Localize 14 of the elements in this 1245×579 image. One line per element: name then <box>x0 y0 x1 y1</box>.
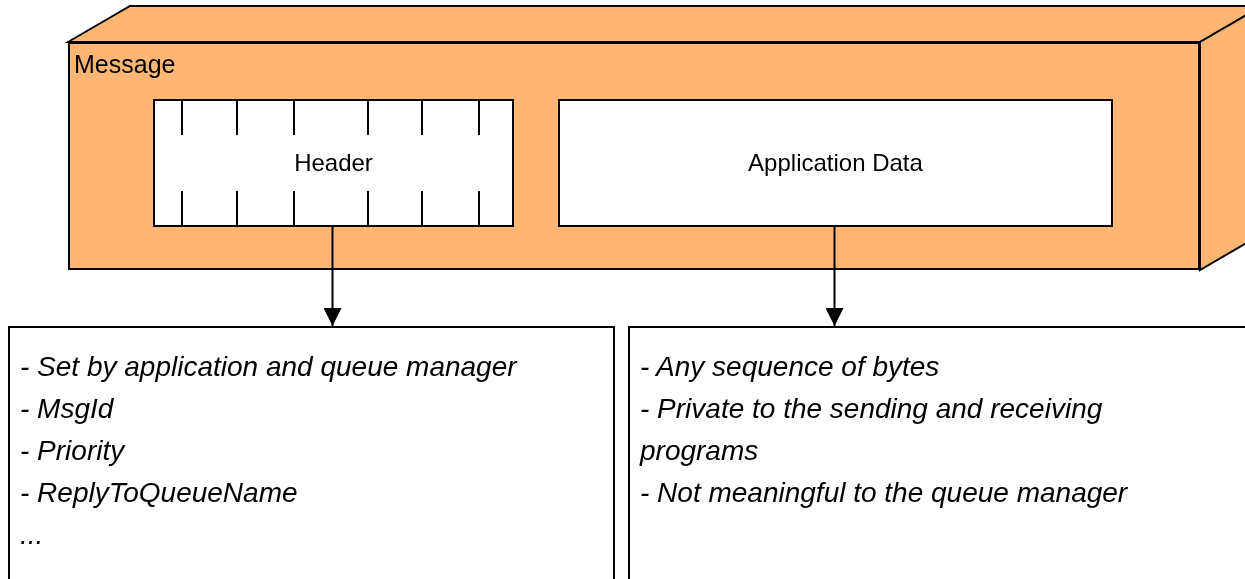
note-text: - Not meaningful to the queue manager <box>640 476 1129 510</box>
data-box <box>558 99 1113 227</box>
note-box <box>628 326 1245 579</box>
arrow <box>323 225 342 327</box>
message-label: Message <box>74 49 176 80</box>
note-text: - Private to the sending and receiving programs <box>640 392 1104 468</box>
note-text: - MsgId <box>20 392 115 426</box>
note-text: - Any sequence of bytes <box>640 350 941 384</box>
note-text: - Set by application and queue manager <box>20 350 519 384</box>
note-text: ... <box>20 518 45 552</box>
arrow <box>825 225 844 327</box>
note-text: - ReplyToQueueName <box>20 476 299 510</box>
note-box <box>8 326 615 579</box>
note-text: - Priority <box>20 434 127 468</box>
